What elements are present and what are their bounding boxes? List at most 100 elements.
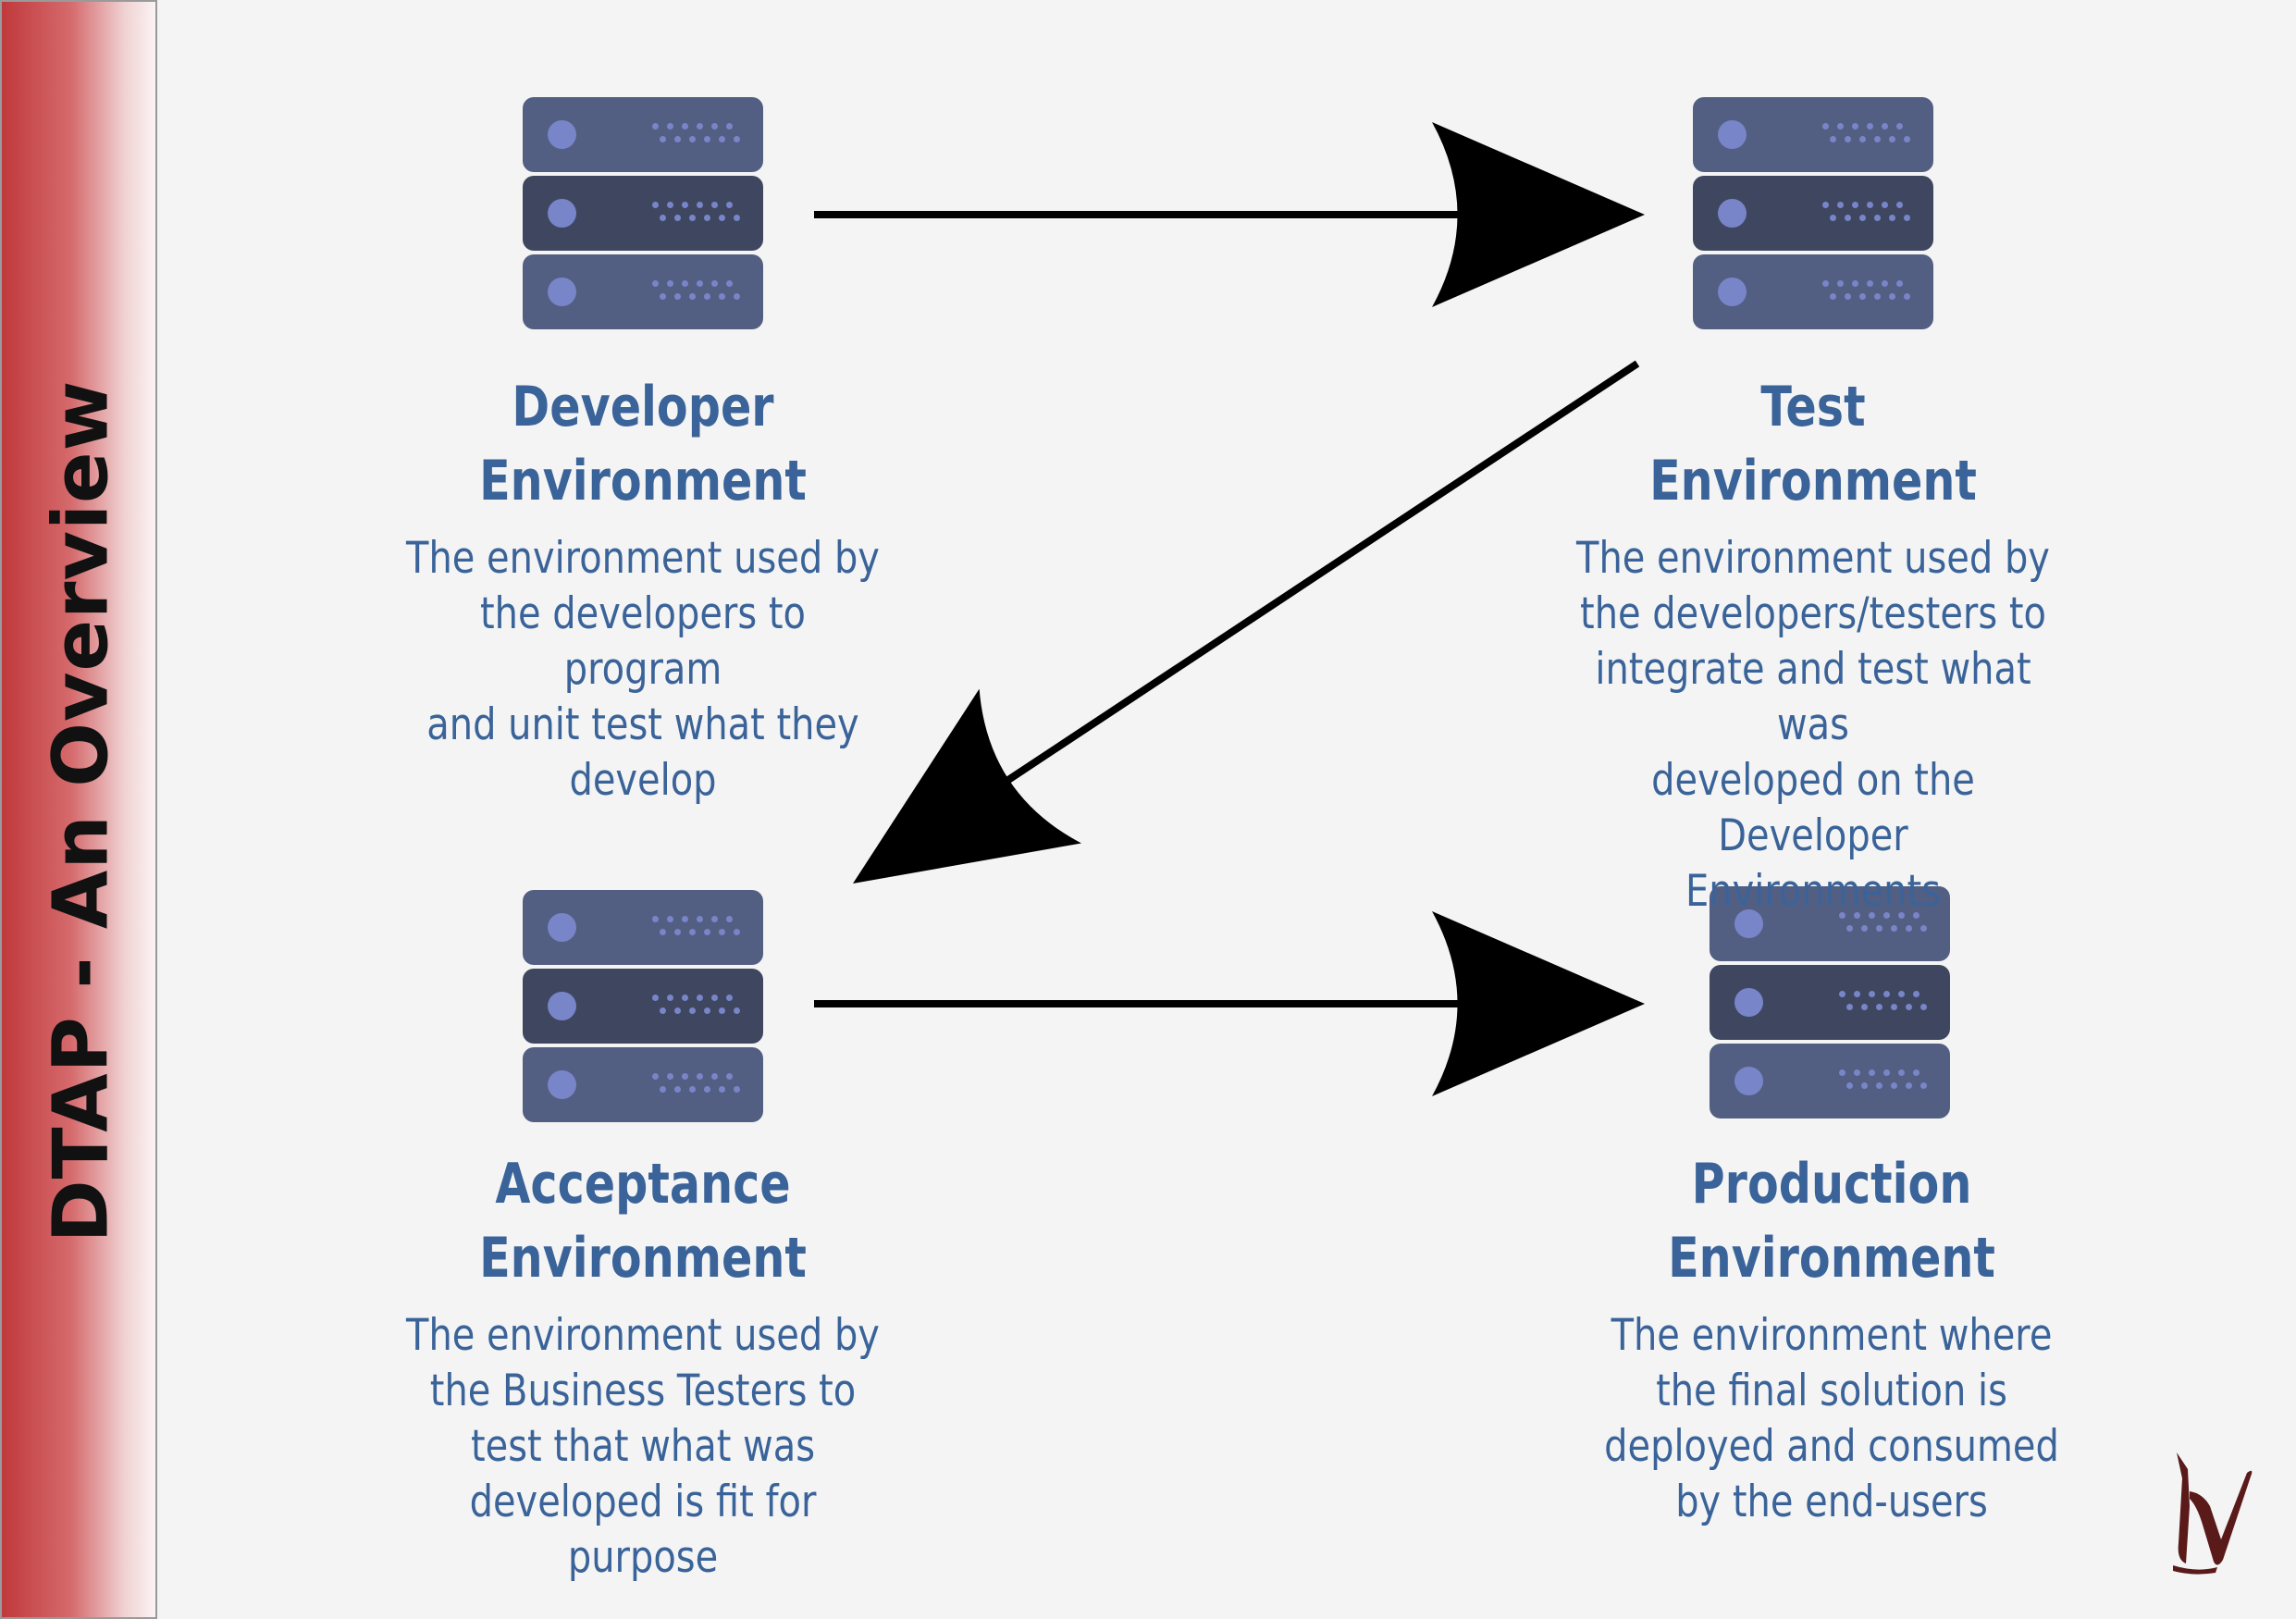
vent-dot xyxy=(1854,991,1860,997)
vent-dot xyxy=(660,929,666,935)
env-desc-line: the final solution is xyxy=(1656,1366,2007,1416)
env-title-line: Environment xyxy=(1668,1226,1995,1291)
env-title: Production Environment xyxy=(1597,1147,2067,1295)
server-vents xyxy=(1822,123,1915,145)
server-led xyxy=(548,1070,576,1099)
vent-dot xyxy=(1867,123,1873,130)
vent-dot xyxy=(1913,1069,1920,1076)
vent-dot xyxy=(1846,925,1853,932)
server-vents xyxy=(1822,280,1915,303)
vent-dot xyxy=(1845,215,1851,221)
vent-dot xyxy=(711,123,718,130)
env-desc-line: integrate and test what was xyxy=(1595,644,2031,750)
server-icon-test xyxy=(1693,97,1933,333)
vent-dot xyxy=(697,202,703,208)
env-title-line: Acceptance xyxy=(495,1152,791,1217)
vent-dot xyxy=(1920,1004,1927,1010)
vent-dot xyxy=(734,929,740,935)
vent-dot xyxy=(726,202,733,208)
vent-dot xyxy=(652,280,659,287)
vent-dot xyxy=(1852,280,1858,287)
server-unit xyxy=(523,176,763,251)
server-led xyxy=(1718,278,1747,306)
vent-dot xyxy=(1837,202,1844,208)
server-led xyxy=(1718,199,1747,228)
vent-dot xyxy=(1837,280,1844,287)
vent-dot xyxy=(697,916,703,922)
env-title-line: Production xyxy=(1691,1152,1972,1217)
vent-dot xyxy=(652,1073,659,1080)
vent-dot xyxy=(1889,293,1895,300)
env-desc-line: and unit test what they xyxy=(426,699,859,750)
server-icon-developer xyxy=(523,97,763,333)
vent-dot xyxy=(1883,912,1890,919)
env-description: The environment used by the developers t… xyxy=(403,531,883,809)
vent-dot xyxy=(1854,912,1860,919)
env-desc-line: The environment where xyxy=(1611,1310,2053,1361)
env-desc-line: the developers to program xyxy=(480,588,806,695)
vent-dot xyxy=(660,1086,666,1093)
vent-dot xyxy=(711,995,718,1001)
env-desc-line: The environment used by xyxy=(1576,533,2050,584)
env-title: Developer Environment xyxy=(412,370,874,518)
vent-dot xyxy=(1891,925,1897,932)
vent-dot xyxy=(704,929,710,935)
vent-dot xyxy=(652,123,659,130)
vent-dot xyxy=(726,916,733,922)
vent-dot xyxy=(1898,1069,1905,1076)
env-block-test: Test Environment The environment used by… xyxy=(1517,370,2109,920)
server-unit xyxy=(523,1047,763,1122)
vent-dot xyxy=(689,1086,696,1093)
vent-dot xyxy=(1839,912,1845,919)
vent-dot xyxy=(682,123,688,130)
vent-dot xyxy=(674,929,681,935)
env-title-line: Environment xyxy=(479,1226,807,1291)
vent-dot xyxy=(1867,280,1873,287)
vent-dot xyxy=(1896,123,1903,130)
vent-dot xyxy=(719,929,725,935)
vent-dot xyxy=(1904,136,1910,142)
vent-dot xyxy=(652,202,659,208)
env-description: The environment used by the developers/t… xyxy=(1562,531,2065,920)
vent-dot xyxy=(1874,136,1881,142)
vent-dot xyxy=(1854,1069,1860,1076)
arrow-test-to-acceptance xyxy=(801,360,1640,961)
vent-dot xyxy=(689,215,696,221)
vent-dot xyxy=(660,293,666,300)
server-vents xyxy=(652,995,745,1017)
vent-dot xyxy=(689,929,696,935)
server-vents xyxy=(1839,1069,1932,1092)
env-desc-line: the Business Testers to xyxy=(429,1366,857,1416)
server-led xyxy=(548,278,576,306)
vent-dot xyxy=(689,1007,696,1014)
server-unit xyxy=(1693,176,1933,251)
server-led xyxy=(1734,1067,1763,1095)
vent-dot xyxy=(674,215,681,221)
vent-dot xyxy=(652,995,659,1001)
server-unit xyxy=(1693,254,1933,329)
vent-dot xyxy=(1859,215,1866,221)
vent-dot xyxy=(697,280,703,287)
vent-dot xyxy=(674,1007,681,1014)
vent-dot xyxy=(697,995,703,1001)
vent-dot xyxy=(704,1007,710,1014)
env-title: Test Environment xyxy=(1571,370,2056,518)
env-desc-line: test that what was xyxy=(470,1421,816,1472)
server-vents xyxy=(652,280,745,303)
env-desc-line: developed is fit for purpose xyxy=(469,1477,817,1583)
vent-dot xyxy=(1906,1082,1912,1089)
vent-dot xyxy=(704,136,710,142)
vent-dot xyxy=(667,916,673,922)
vent-dot xyxy=(1830,293,1836,300)
vent-dot xyxy=(660,1007,666,1014)
vent-dot xyxy=(674,293,681,300)
server-unit xyxy=(1710,1044,1950,1118)
server-unit xyxy=(523,97,763,172)
vent-dot xyxy=(719,293,725,300)
env-desc-line: developed on the Developer xyxy=(1651,755,1975,861)
vent-dot xyxy=(1874,293,1881,300)
vent-dot xyxy=(1896,280,1903,287)
vent-dot xyxy=(734,293,740,300)
vent-dot xyxy=(1837,123,1844,130)
